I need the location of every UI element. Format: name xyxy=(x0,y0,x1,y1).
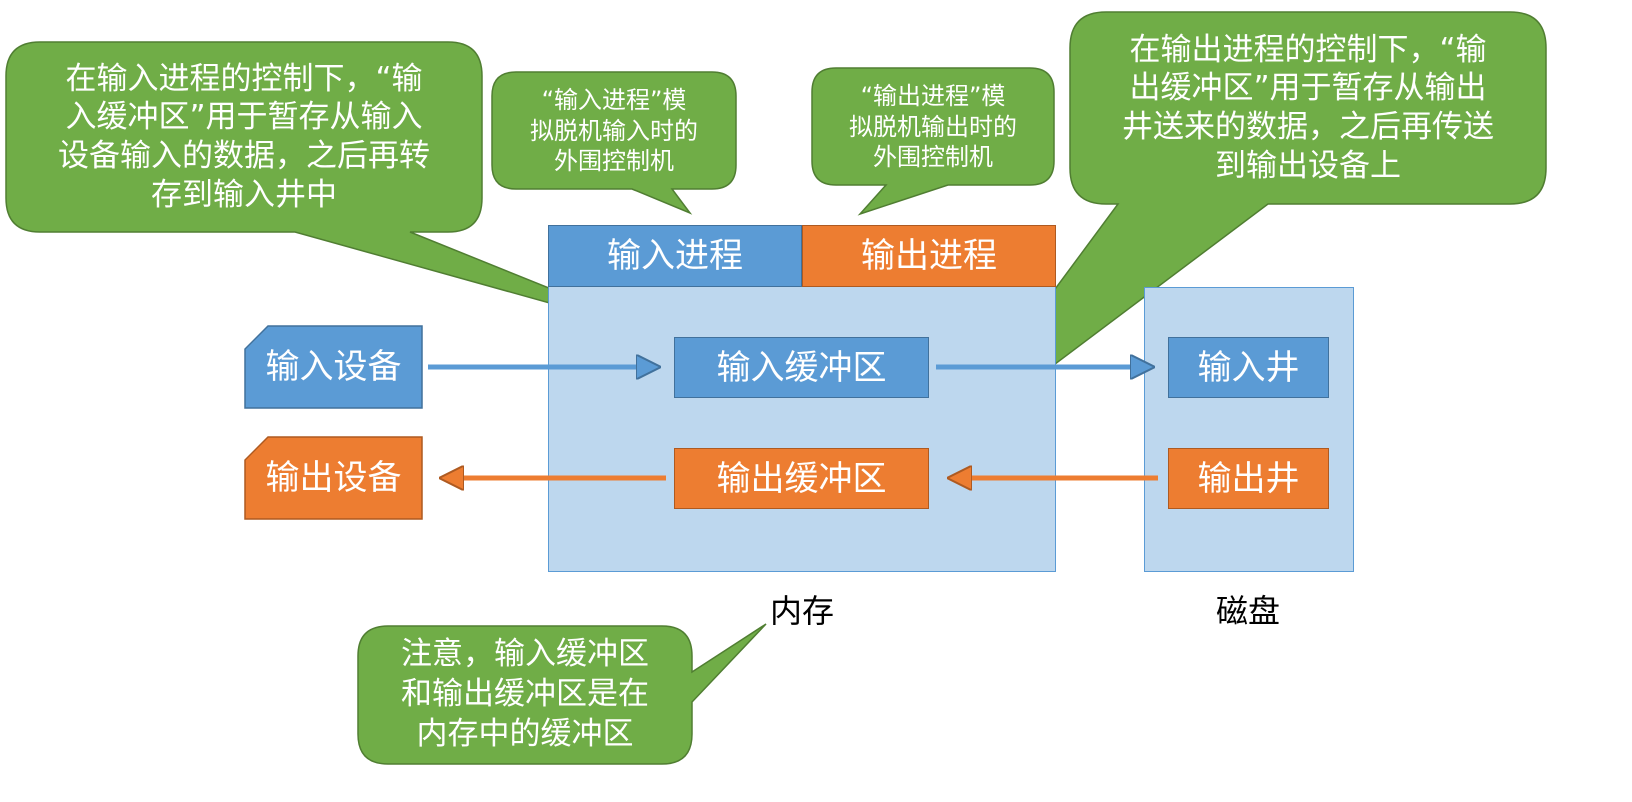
output-process-label: 输出进程 xyxy=(861,236,997,276)
input-well-label: 输入井 xyxy=(1197,347,1300,388)
output-well-label: 输出井 xyxy=(1197,458,1300,499)
input-process-box: 输入进程 xyxy=(548,225,802,287)
output-buffer-box: 输出缓冲区 xyxy=(674,448,929,509)
input-device-box: 输入设备 xyxy=(245,326,422,408)
input-buffer-label: 输入缓冲区 xyxy=(716,347,887,388)
output-device-shape xyxy=(244,436,423,520)
output-device-label: 输出设备 xyxy=(265,458,402,498)
input-device-label: 输入设备 xyxy=(265,347,402,387)
callout-input-process-bubble xyxy=(491,71,737,215)
memory-label: 内存 xyxy=(769,592,834,630)
disk-region xyxy=(1144,287,1354,572)
output-process-box: 输出进程 xyxy=(802,225,1056,287)
callout-output-process-bubble xyxy=(811,67,1055,216)
callout-input-buffer-bubble xyxy=(5,41,669,337)
output-device-box: 输出设备 xyxy=(245,437,422,519)
output-buffer-label: 输出缓冲区 xyxy=(716,458,887,499)
output-well-box: 输出井 xyxy=(1168,448,1329,509)
input-device-shape xyxy=(244,325,423,409)
callout-output-buffer-bubble xyxy=(929,11,1547,459)
callout-output-process-note: “输出进程”模 拟脱机输出时的 外围控制机 xyxy=(849,81,1017,172)
input-process-label: 输入进程 xyxy=(607,236,743,276)
callout-output-buffer-note: 在输出进程的控制下，“输 出缓冲区”用于暂存从输出 井送来的数据，之后再传送 到… xyxy=(1122,31,1494,184)
callout-memory-note: 注意，输入缓冲区 和输出缓冲区是在 内存中的缓冲区 xyxy=(401,636,649,752)
callout-input-buffer-note: 在输入进程的控制下，“输 入缓冲区”用于暂存从输入 设备输入的数据，之后再转 存… xyxy=(58,60,430,213)
input-well-box: 输入井 xyxy=(1168,337,1329,398)
input-buffer-box: 输入缓冲区 xyxy=(674,337,929,398)
disk-label: 磁盘 xyxy=(1215,592,1280,630)
callout-memory-bubble xyxy=(357,623,767,765)
callout-input-process-note: “输入进程”模 拟脱机输入时的 外围控制机 xyxy=(530,85,698,176)
